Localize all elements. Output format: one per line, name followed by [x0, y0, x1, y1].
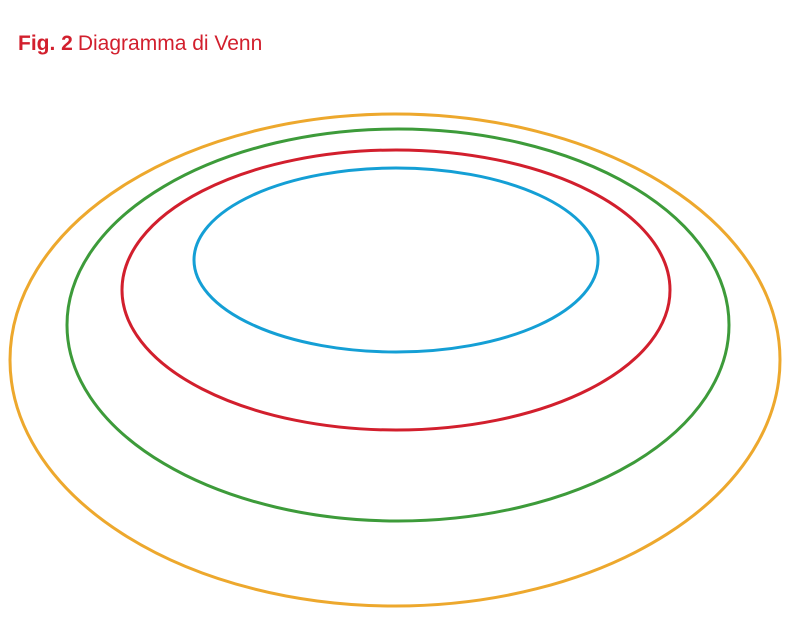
venn-set-inner: [192, 166, 600, 354]
figure-title: Diagramma di Venn: [77, 32, 263, 55]
venn-set-third: [120, 148, 672, 432]
figure-number: Fig. 2: [18, 32, 73, 55]
venn-set-outer: [8, 112, 782, 608]
venn-set-second: [65, 127, 731, 523]
